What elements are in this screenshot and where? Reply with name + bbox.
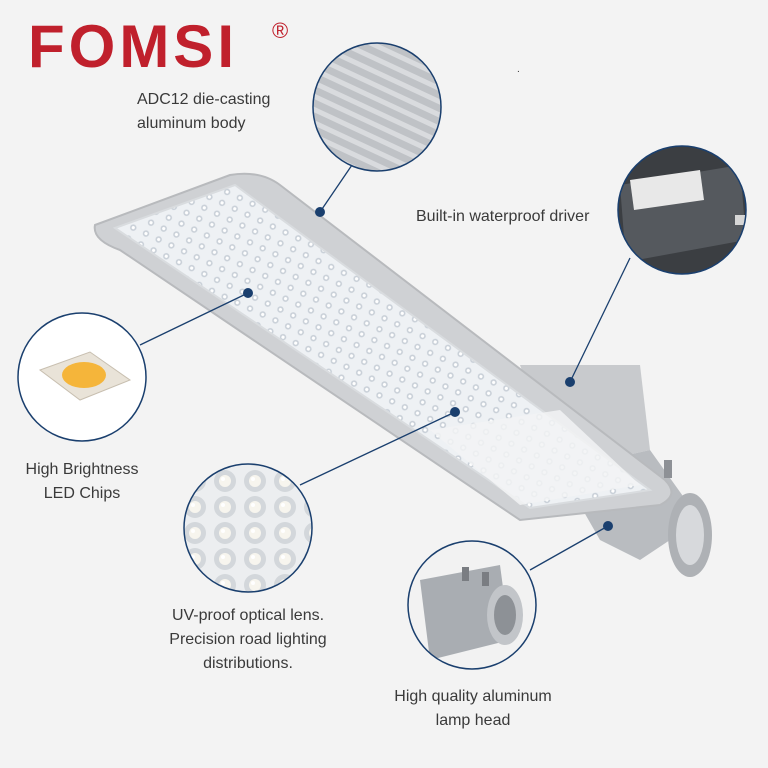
magnifier-circle-lens — [183, 463, 313, 593]
callout-lens-label: UV-proof optical lens. Precision road li… — [148, 604, 348, 676]
callout-lines — [139, 164, 631, 571]
callout-lens-line2: Precision road lighting — [169, 631, 327, 648]
callout-lens-line1: UV-proof optical lens. — [171, 607, 325, 624]
stray-mark: . — [517, 64, 520, 75]
callout-driver-line1: Built-in waterproof driver — [416, 208, 590, 225]
magnifier-circle-head — [407, 540, 537, 670]
callout-body-label: ADC12 die-casting aluminum body — [137, 88, 270, 136]
callout-dots — [243, 207, 613, 531]
callout-head-line2: lamp head — [435, 712, 511, 729]
callout-chips-label: High Brightness LED Chips — [14, 458, 150, 506]
callout-body-line1: ADC12 die-casting — [137, 91, 271, 108]
callout-driver-label: Built-in waterproof driver — [416, 205, 589, 229]
magnifier-circle-body — [312, 42, 442, 172]
lamp-body — [93, 172, 673, 522]
magnifier-circle-driver — [617, 145, 747, 275]
callout-body-line2: aluminum body — [137, 115, 246, 132]
callout-lens-line3: distributions. — [203, 655, 293, 672]
magnifier-circle-chip — [17, 312, 147, 442]
registered-mark: ® — [272, 18, 289, 43]
callout-chips-line1: High Brightness — [25, 461, 139, 478]
callout-chips-line2: LED Chips — [43, 485, 121, 502]
brand-logo: FOMSI — [28, 13, 238, 80]
callout-head-label: High quality aluminum lamp head — [378, 685, 568, 733]
callout-head-line1: High quality aluminum — [394, 688, 552, 705]
